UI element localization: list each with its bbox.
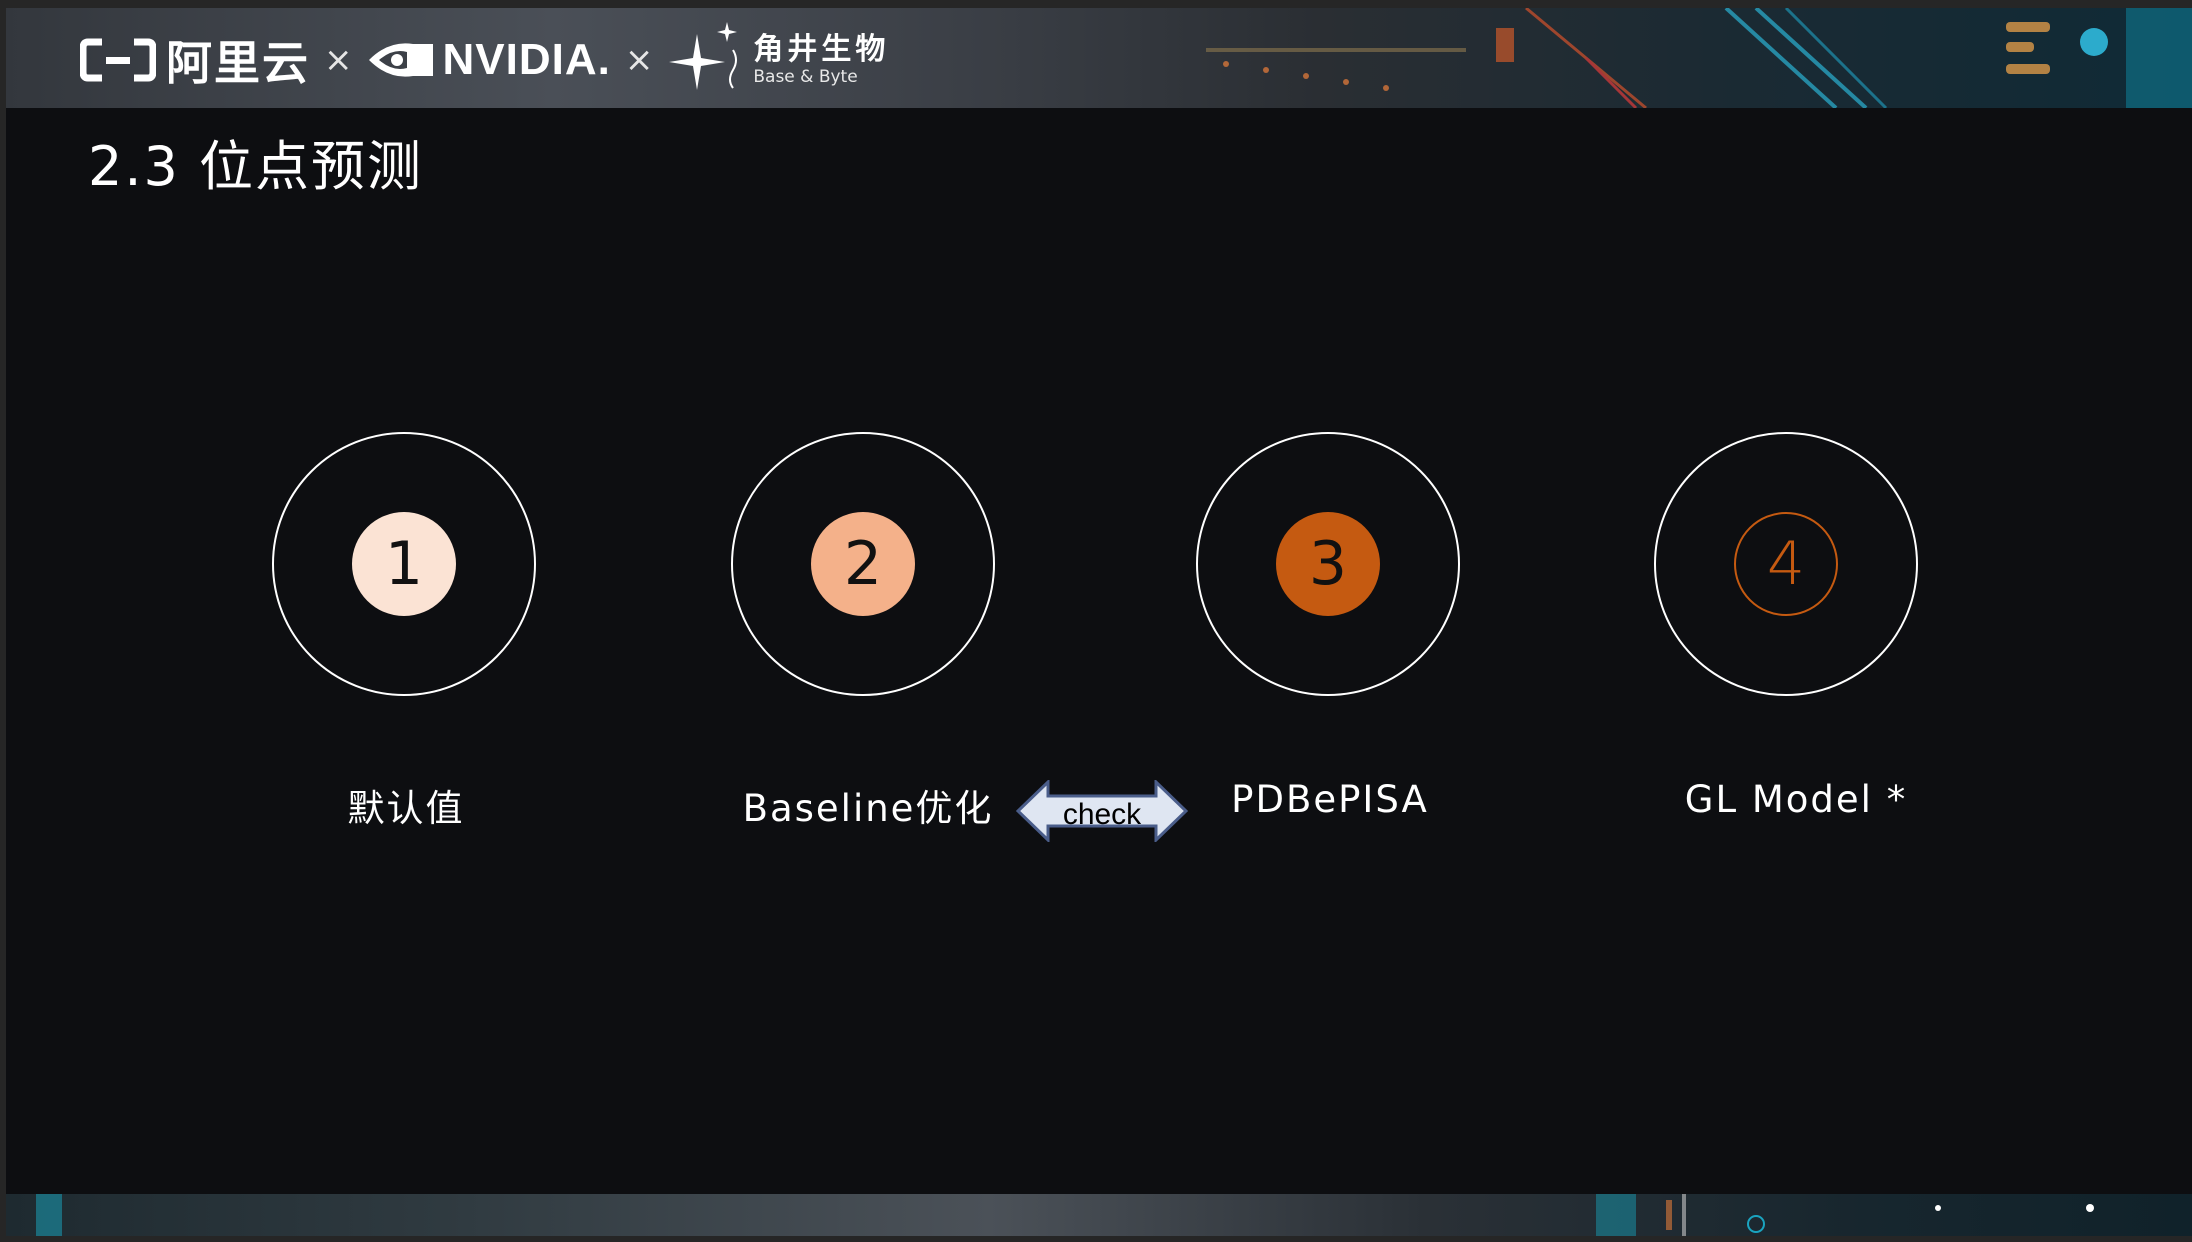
- nvidia-logo: NVIDIA.: [367, 35, 611, 85]
- aliyun-bracket-icon: [80, 38, 156, 82]
- footer-decoration: [36, 1194, 2094, 1236]
- step-2-badge: 2: [811, 512, 915, 616]
- partner-logos: 阿里云 × NVIDIA. × 角井生物: [80, 22, 889, 93]
- step-1-label: 默认值: [347, 787, 465, 830]
- step-1-ring: 1: [272, 432, 536, 696]
- step-3-ring: 3: [1196, 432, 1460, 696]
- step-4-badge: 4: [1734, 512, 1838, 616]
- basebyte-en-text: Base & Byte: [753, 66, 858, 87]
- aliyun-logo: 阿里云: [80, 27, 310, 93]
- basebyte-cn-text: 角井生物: [753, 31, 890, 67]
- step-1-badge: 1: [352, 512, 456, 616]
- nvidia-eye-icon: [368, 43, 433, 77]
- footer-strip: [6, 1194, 2192, 1236]
- step-4-label: GL Model *: [1684, 778, 1908, 821]
- banner-decoration: [1206, 8, 2192, 108]
- slide: 阿里云 × NVIDIA. × 角井生物: [6, 8, 2192, 1236]
- nvidia-text: NVIDIA.: [442, 35, 611, 84]
- separator-1: ×: [324, 40, 353, 80]
- check-double-arrow: check: [1016, 780, 1188, 842]
- aliyun-text: 阿里云: [166, 36, 310, 90]
- basebyte-logo: 角井生物 Base & Byte: [667, 22, 889, 98]
- step-2-label: Baseline优化: [742, 787, 994, 830]
- step-4-ring: 4: [1654, 432, 1918, 696]
- separator-2: ×: [624, 40, 654, 80]
- sparkle-icon: [669, 22, 738, 90]
- slide-title: 2.3 位点预测: [88, 135, 424, 198]
- step-2-ring: 2: [731, 432, 995, 696]
- header-banner: 阿里云 × NVIDIA. × 角井生物: [6, 8, 2192, 108]
- step-3-label: PDBePISA: [1231, 778, 1429, 821]
- step-3-badge: 3: [1276, 512, 1380, 616]
- check-label: check: [1063, 798, 1142, 831]
